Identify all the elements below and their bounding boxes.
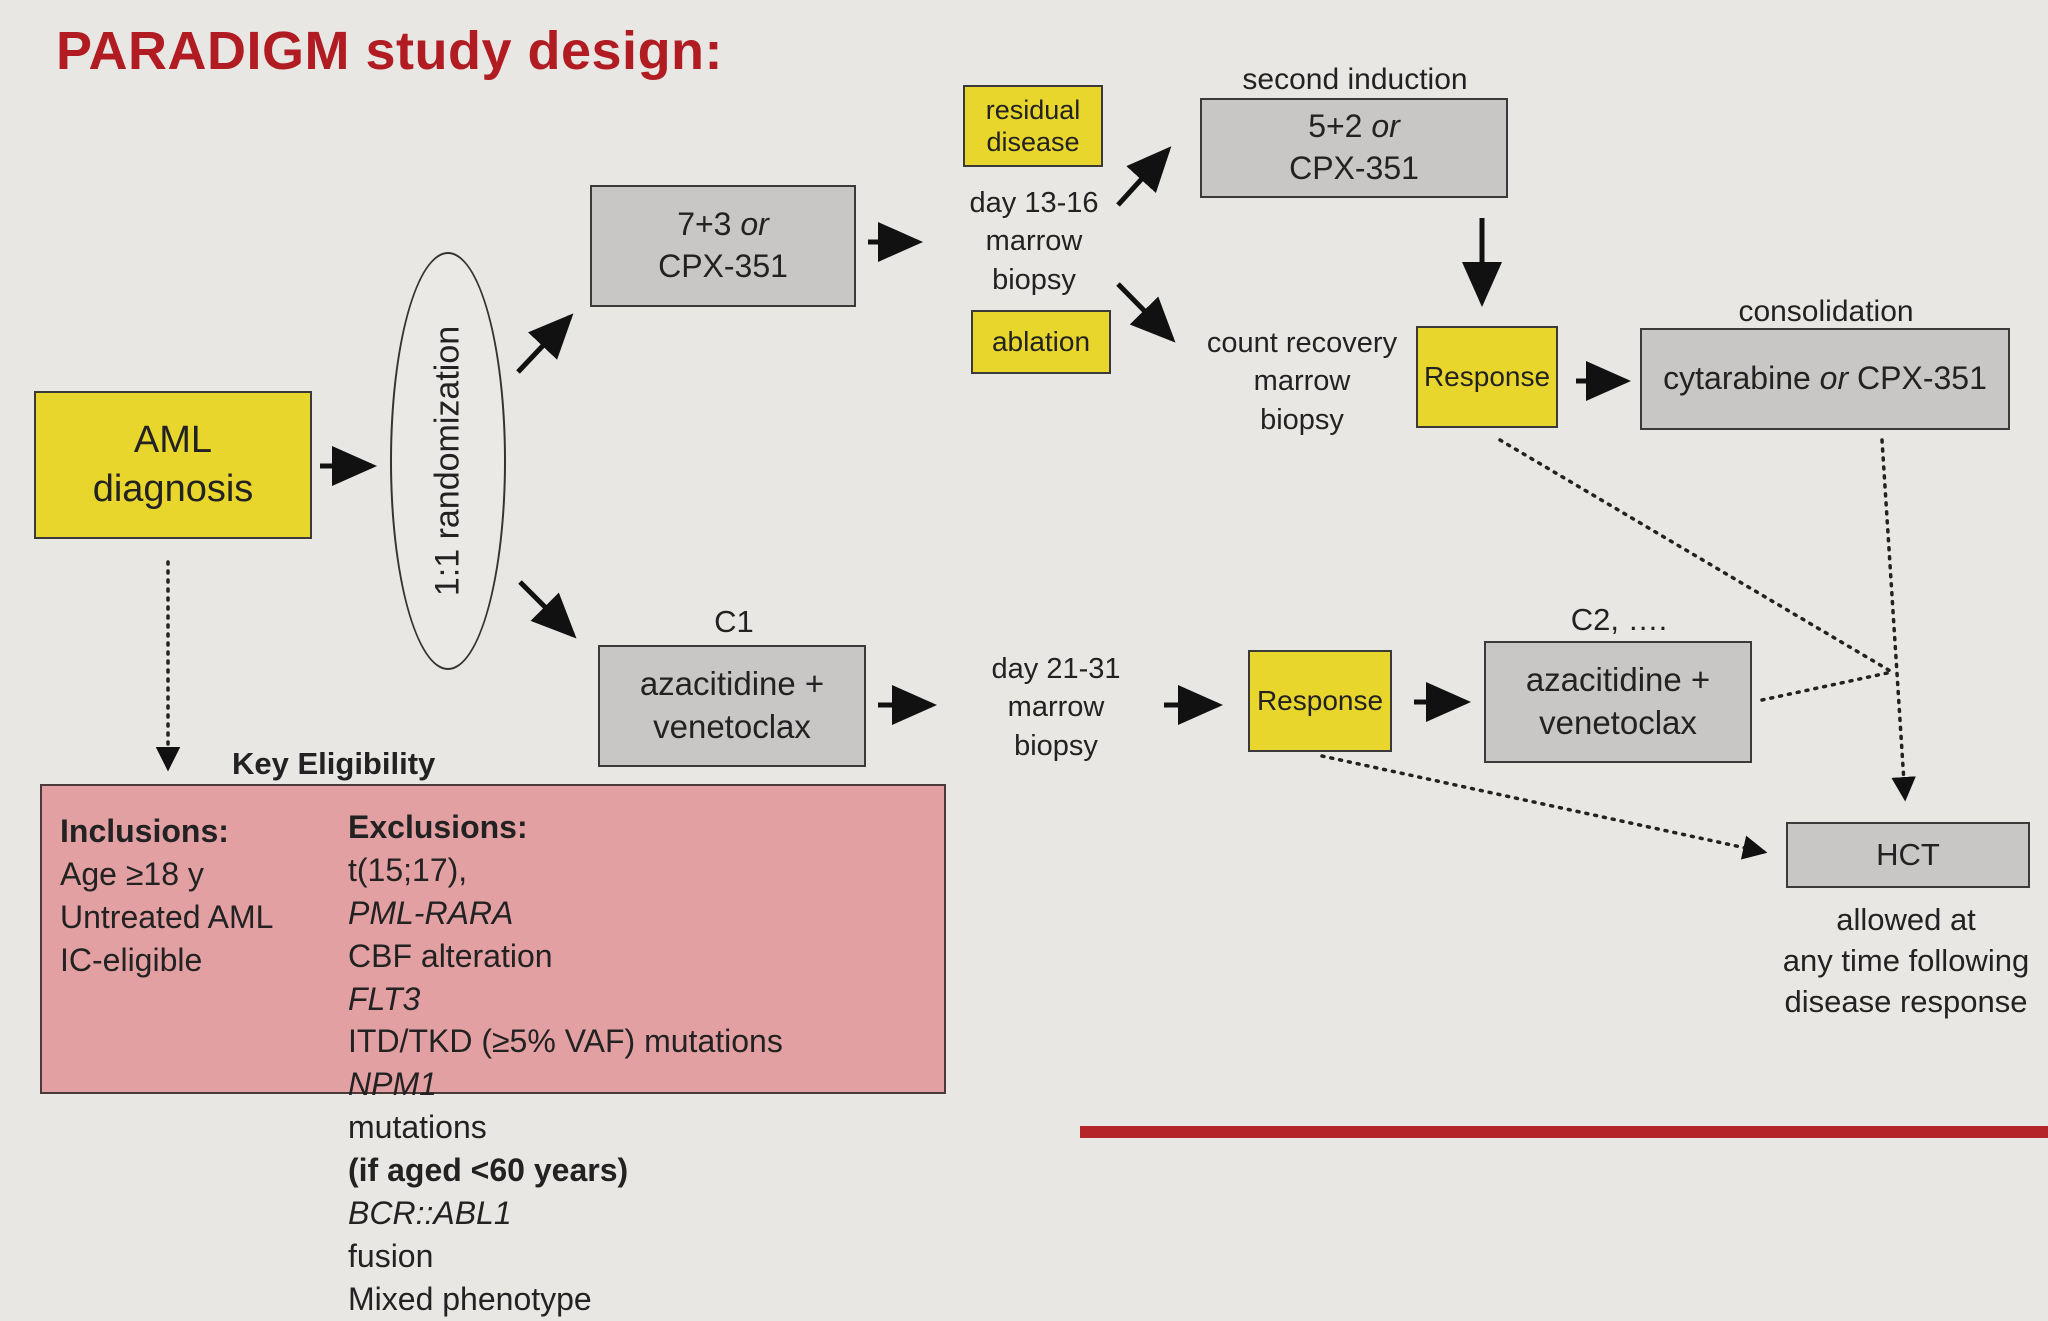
inclusions-column: Inclusions: Age ≥18 y Untreated AML IC-e… — [60, 813, 274, 978]
induction-box: 7+3 or CPX-351 — [590, 185, 856, 307]
second-induction-box: 5+2 or CPX-351 — [1200, 98, 1508, 198]
arrow-randomization-to-arm2 — [518, 580, 577, 639]
residual-disease-box: residual disease — [963, 85, 1103, 167]
arrow-biopsy-to-count-recovery — [1116, 282, 1176, 343]
slide-accent-bar — [1080, 1126, 2048, 1138]
page-title: PARADIGM study design: — [56, 21, 724, 81]
second-induction-header: second induction — [1242, 63, 1468, 96]
response-box-arm1: Response — [1416, 326, 1558, 428]
count-recovery-biopsy-label: count recovery marrow biopsy — [1206, 327, 1398, 436]
c1-aza-ven-box: azacitidine + venetoclax — [598, 645, 866, 767]
dotted-response2-to-hct — [1320, 754, 1768, 860]
eligibility-box: Inclusions: Age ≥18 y Untreated AML IC-e… — [40, 784, 946, 1317]
consolidation-header: consolidation — [1738, 295, 1914, 328]
dotted-consolidation-to-hct — [1880, 438, 1916, 802]
c2-header: C2, …. — [1570, 602, 1668, 637]
day-13-16-biopsy-label: day 13-16 marrow biopsy — [969, 187, 1099, 296]
dotted-c2-to-junction — [1760, 670, 1894, 702]
randomization-ellipse: 1:1 randomization — [390, 252, 506, 670]
c1-header: C1 — [714, 604, 754, 639]
randomization-label: 1:1 randomization — [428, 325, 467, 597]
key-eligibility-header: Key Eligibility — [232, 746, 436, 781]
day-21-31-biopsy-label: day 21-31 marrow biopsy — [991, 653, 1121, 762]
hct-note: allowed at any time following disease re… — [1782, 902, 2030, 1019]
hct-box: HCT — [1786, 822, 2030, 888]
exclusions-column: Exclusions: t(15;17), PML-RARA CBF alter… — [348, 809, 783, 1317]
aml-diagnosis-box: AML diagnosis — [34, 391, 312, 539]
response-box-arm2: Response — [1248, 650, 1392, 752]
ablation-box: ablation — [971, 310, 1111, 374]
arrow-biopsy-to-second-induction — [1116, 146, 1172, 207]
consolidation-box: cytarabine or CPX-351 — [1640, 328, 2010, 430]
c2-aza-ven-box: azacitidine + venetoclax — [1484, 641, 1752, 763]
arrow-randomization-to-arm1 — [516, 313, 574, 374]
